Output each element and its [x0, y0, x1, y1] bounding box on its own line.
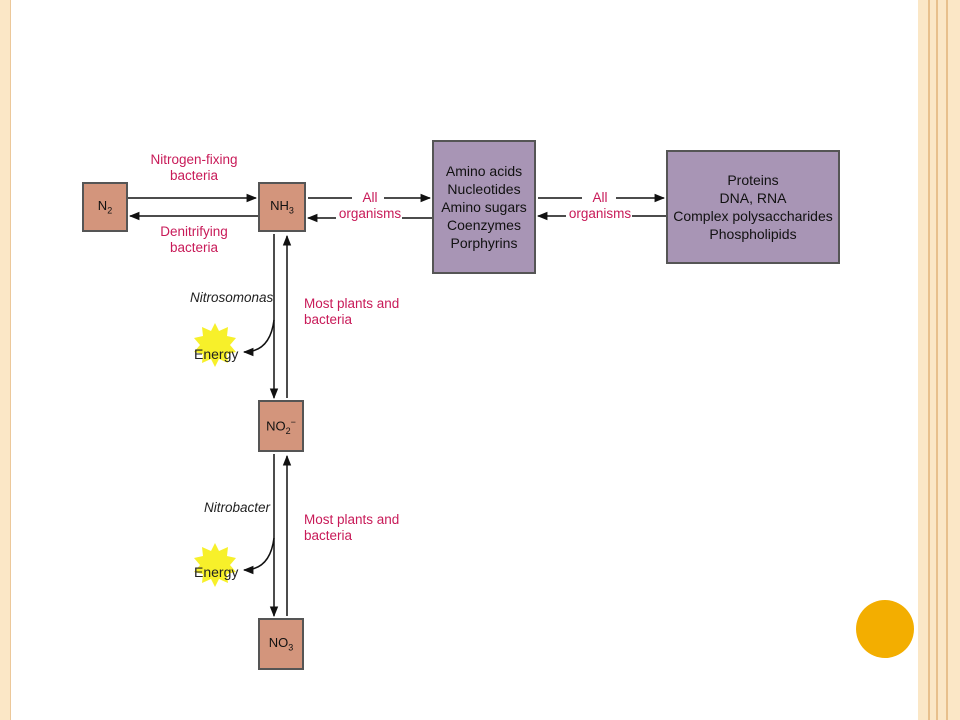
monomer-item: Nucleotides — [447, 181, 521, 197]
polymer-item: DNA, RNA — [719, 190, 787, 206]
frame-line — [946, 0, 948, 720]
frame-line — [928, 0, 930, 720]
polymer-item: Complex polysaccharides — [673, 208, 833, 224]
energy-label: Energy — [194, 346, 239, 362]
energy-label: Energy — [194, 564, 239, 580]
n2-box: N2 — [82, 182, 128, 232]
polymer-item: Proteins — [727, 172, 779, 188]
n2-formula: N2 — [97, 198, 113, 216]
decorative-orange-dot — [856, 600, 914, 658]
arrow-energy-release — [242, 319, 275, 357]
monomer-item: Amino sugars — [441, 199, 527, 215]
monomers-box: Amino acids Nucleotides Amino sugars Coe… — [432, 140, 536, 274]
slide-frame-right — [918, 0, 960, 720]
slide-frame-left — [0, 0, 11, 720]
nitrosomonas-label: Nitrosomonas — [190, 290, 274, 305]
monomer-item: Porphyrins — [450, 235, 518, 251]
polymer-item: Phospholipids — [709, 226, 797, 242]
monomer-item: Amino acids — [445, 163, 523, 179]
polymers-box: Proteins DNA, RNA Complex polysaccharide… — [666, 150, 840, 264]
sun-icon — [194, 543, 236, 587]
no2-box: NO2− — [258, 400, 304, 452]
nh3-box: NH3 — [258, 182, 306, 232]
monomer-item: Coenzymes — [447, 217, 521, 233]
nh3-formula: NH3 — [270, 198, 294, 216]
no2-formula: NO2− — [266, 416, 296, 436]
no3-formula: NO3 — [268, 635, 294, 653]
frame-line — [936, 0, 938, 720]
no3-box: NO3 — [258, 618, 304, 670]
arrow-energy-release — [242, 537, 275, 575]
sun-icon — [194, 323, 236, 367]
nitrobacter-label: Nitrobacter — [204, 500, 271, 515]
